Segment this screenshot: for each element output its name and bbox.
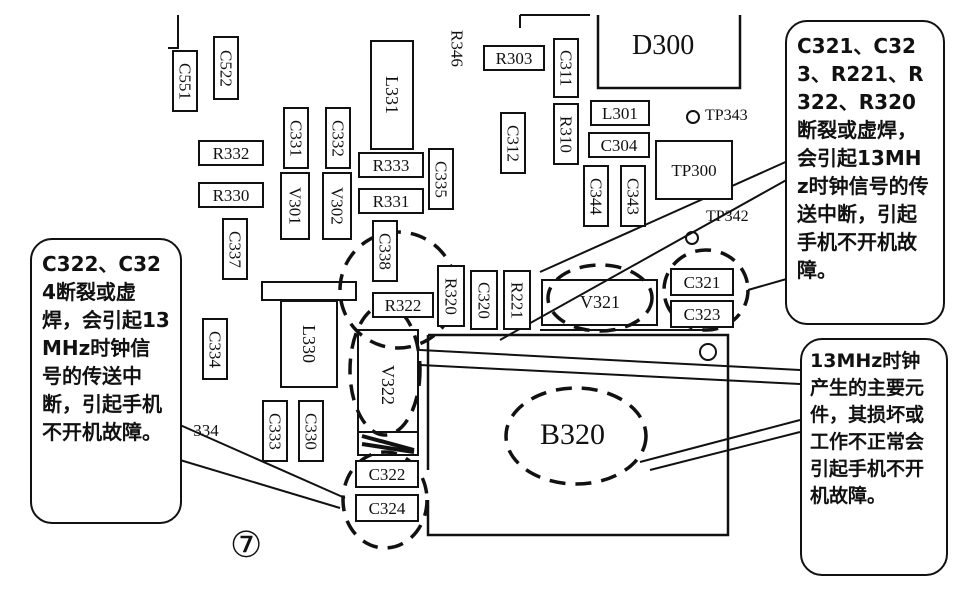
component-r320: R320: [437, 265, 465, 327]
component-v301: V301: [280, 172, 310, 240]
component-c323: C323: [670, 300, 734, 328]
callout-top-right-note: C321、C323、R221、R322、R320断裂或虚焊，会引起13MHz时钟…: [785, 20, 945, 325]
component-c322: C322: [355, 460, 419, 488]
component-l331: L331: [370, 40, 414, 150]
component-c344: C344: [583, 165, 609, 227]
callout-bottom-right-note: 13MHz时钟产生的主要元件，其损坏或工作不正常会引起手机不开机故障。: [800, 338, 948, 576]
component-c337: C337: [222, 218, 248, 280]
component-r221: R221: [503, 270, 531, 330]
component-c335: C335: [428, 148, 454, 210]
component-v322: V322: [378, 365, 398, 405]
figure-number: ⑦: [230, 525, 263, 565]
component-c333: C333: [262, 400, 288, 462]
component-r330: R330: [198, 182, 264, 208]
test-point-tp342: TP342: [706, 208, 749, 225]
component-tp300: TP300: [655, 140, 733, 200]
component-b320: B320: [540, 418, 606, 451]
component-r332: R332: [198, 140, 264, 166]
component-c312: C312: [500, 112, 526, 174]
callout-left-note: C322、C324断裂或虚焊，会引起13MHz时钟信号的传送中断，引起手机不开机…: [30, 238, 182, 524]
component-r303: R303: [483, 45, 545, 71]
component-d300: D300: [632, 30, 695, 61]
component-c331: C331: [283, 107, 309, 169]
test-point-tp343: TP343: [705, 107, 748, 124]
component-c522: C522: [213, 36, 239, 100]
component-c551: C551: [172, 50, 198, 112]
component-c343: C343: [620, 165, 646, 227]
component-r334-partial: 334: [193, 420, 219, 440]
component-c334: C334: [202, 318, 228, 380]
component-c311: C311: [553, 38, 579, 98]
component-c338: C338: [372, 220, 398, 282]
component-v302: V302: [322, 172, 352, 240]
component-c330: C330: [298, 400, 324, 462]
component-r310: R310: [553, 103, 579, 165]
component-c321: C321: [670, 268, 734, 296]
component-l301: L301: [590, 100, 650, 126]
component-r322: R322: [372, 292, 434, 318]
component-c324: C324: [355, 494, 419, 522]
component-c320: C320: [470, 270, 498, 330]
component-r333: R333: [358, 152, 424, 178]
component-r346: R346: [447, 29, 467, 67]
component-v321: V321: [580, 292, 620, 312]
component-l330: L330: [280, 300, 338, 388]
component-r331: R331: [358, 188, 424, 214]
component-c304: C304: [588, 132, 650, 158]
component-c332: C332: [325, 107, 351, 169]
